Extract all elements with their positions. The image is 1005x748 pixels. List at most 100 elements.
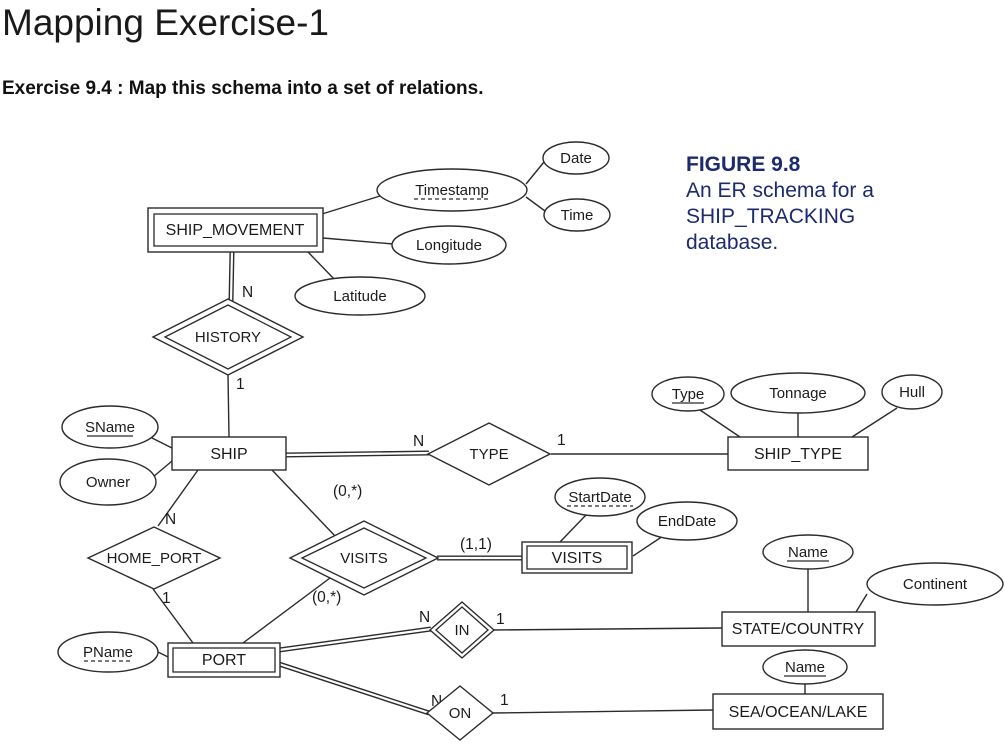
relationship-on: ON [425,685,495,741]
card-visits-port: (0,*) [312,589,341,606]
diagram-edges [151,161,898,716]
relationship-in: IN [428,601,496,659]
card-history-1: 1 [236,376,245,393]
attribute-type: Type [651,376,725,412]
attribute-name-state: Name [762,534,854,570]
edge-on-seaoceanlake [491,709,714,714]
svg-text:Name: Name [788,544,828,561]
svg-text:Owner: Owner [86,474,130,491]
edge-shipmovement-timestamp [321,195,381,215]
page-subtitle: Exercise 9.4 : Map this schema into a se… [2,78,484,99]
attribute-sname: SName [61,405,159,449]
svg-text:HOME_PORT: HOME_PORT [107,550,202,567]
edge-startdate-visits [559,514,587,543]
card-in-1: 1 [496,611,505,628]
svg-text:SHIP_MOVEMENT: SHIP_MOVEMENT [166,222,305,239]
svg-text:IN: IN [455,622,470,639]
edge-timestamp-time [525,196,546,212]
svg-text:Latitude: Latitude [333,288,386,305]
svg-text:ON: ON [449,705,472,722]
edge-hull-shiptype [851,407,898,438]
svg-text:Hull: Hull [899,384,925,401]
cardinality-labels: N 1 N 1 (0,*) (0,*) (1,1) N 1 N 1 N 1 [162,284,566,710]
edge-enddate-visits [632,535,664,557]
card-on-1: 1 [500,692,509,709]
figure-caption-heading: FIGURE 9.8 [686,153,801,176]
edge-timestamp-date [525,161,545,185]
figure-caption-line: SHIP_TRACKING [686,205,856,228]
edge-owner-ship [152,460,173,478]
svg-text:STATE/COUNTRY: STATE/COUNTRY [732,621,865,638]
card-homeport-1: 1 [162,590,171,607]
svg-text:Timestamp: Timestamp [415,182,489,199]
svg-text:Date: Date [560,150,592,167]
entity-visits: VISITS [521,541,633,574]
svg-text:Continent: Continent [903,576,968,593]
figure-caption-line: database. [686,231,779,254]
attribute-name-sea: Name [762,649,848,685]
diagram-relationships: HISTORY TYPE VISITS HOME_PORT IN [86,298,552,741]
svg-text:SHIP: SHIP [210,446,247,463]
attribute-startdate: StartDate [554,477,646,517]
card-history-n: N [242,284,253,301]
entity-port: PORT [167,642,281,678]
svg-text:EndDate: EndDate [658,513,716,530]
edge-port-visitsrel [242,577,331,644]
edge-shipmovement-history [228,250,235,302]
edge-pname-port [157,651,169,658]
attribute-enddate: EndDate [636,501,738,541]
page-title: Mapping Exercise-1 [2,2,329,43]
attribute-latitude: Latitude [294,276,426,316]
attribute-hull: Hull [881,374,943,410]
card-on-n: N [431,693,442,710]
attribute-longitude: Longitude [391,225,507,265]
entity-sea-ocean-lake: SEA/OCEAN/LAKE [712,693,884,730]
diagram-entities: SHIP_MOVEMENT SHIP SHIP_TYPE VISITS PORT [147,207,884,730]
relationship-home-port: HOME_PORT [86,526,222,590]
svg-text:Longitude: Longitude [416,237,482,254]
card-homeport-n: N [165,511,176,528]
card-in-n: N [419,609,430,626]
attribute-owner: Owner [59,458,157,506]
attribute-timestamp: Timestamp [376,168,528,212]
edge-shipmovement-longitude [322,237,394,245]
edge-homeport-port [152,588,194,644]
attribute-continent: Continent [866,562,1004,606]
relationship-visits: VISITS [288,520,440,596]
attribute-date: Date [542,141,610,175]
svg-text:Name: Name [785,659,825,676]
entity-ship-movement: SHIP_MOVEMENT [147,207,324,253]
edge-sname-ship [151,437,173,449]
svg-text:Type: Type [672,386,705,403]
svg-text:VISITS: VISITS [552,550,603,567]
card-type-n: N [413,433,424,450]
edge-shipmovement-latitude [307,251,337,282]
svg-text:SEA/OCEAN/LAKE: SEA/OCEAN/LAKE [729,704,868,721]
edge-port-in [278,626,432,653]
edge-history-ship [227,374,230,438]
figure-caption: FIGURE 9.8 An ER schema for a SHIP_TRACK… [686,152,986,256]
svg-text:HISTORY: HISTORY [195,329,261,346]
relationship-history: HISTORY [151,298,305,376]
entity-ship: SHIP [171,436,287,471]
svg-text:PORT: PORT [202,652,246,669]
svg-text:SName: SName [85,419,135,436]
svg-text:StartDate: StartDate [568,489,631,506]
svg-text:VISITS: VISITS [340,550,388,567]
edge-typeattr-shiptype [699,409,741,438]
edge-ship-homeport [157,469,199,527]
edge-in-statecountry [492,627,723,631]
figure-caption-line: An ER schema for a [686,179,874,202]
card-type-1: 1 [557,432,566,449]
entity-state-country: STATE/COUNTRY [721,611,876,647]
edge-ship-visitsrel [271,469,337,538]
svg-text:TYPE: TYPE [469,446,508,463]
card-visits-entity: (1,1) [460,536,492,553]
attribute-time: Time [543,198,611,232]
diagram-attributes: Timestamp Date Time Longitude Latitude [57,141,1004,685]
relationship-type: TYPE [426,422,552,486]
svg-text:SHIP_TYPE: SHIP_TYPE [754,446,842,463]
edge-port-on [278,661,430,716]
